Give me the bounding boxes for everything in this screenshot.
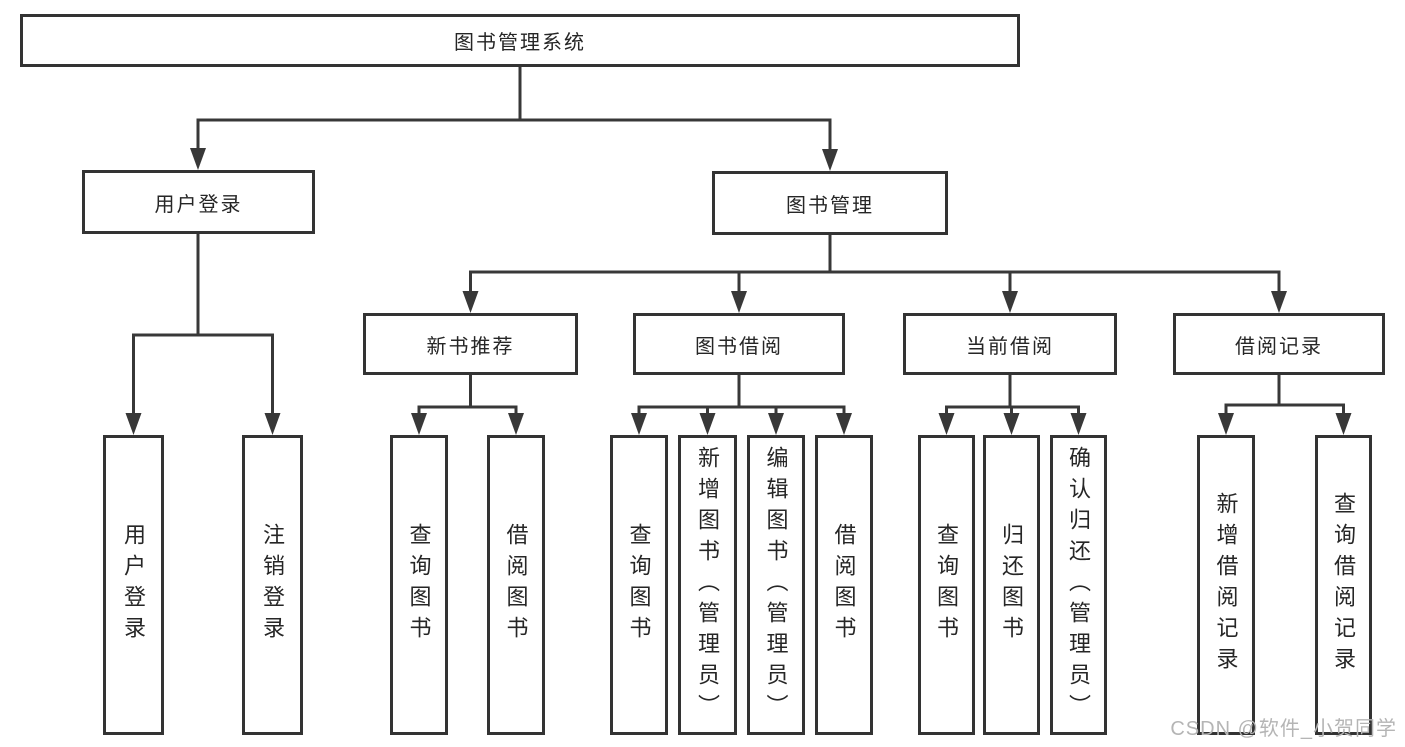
node-borrow-book-2-label: 借阅图书: [831, 523, 857, 647]
node-book-borrow-label: 图书借阅: [695, 335, 783, 358]
node-query-book-2: 查询图书: [610, 435, 668, 735]
connector-borrow-records-children: [1218, 375, 1352, 435]
node-borrow-book-1: 借阅图书: [487, 435, 545, 735]
node-query-book-1-label: 查询图书: [406, 523, 432, 647]
node-logout-leaf: 注销登录: [242, 435, 303, 735]
node-edit-book-admin: 编辑图书（管理员）: [747, 435, 805, 735]
node-confirm-return-admin: 确认归还（管理员）: [1050, 435, 1107, 735]
node-add-book-admin-label: 新增图书（管理员）: [695, 445, 721, 725]
node-new-book-recommend: 新书推荐: [363, 313, 578, 375]
node-return-book-label: 归还图书: [999, 523, 1025, 647]
node-add-borrow-record-label: 新增借阅记录: [1213, 492, 1239, 678]
node-confirm-return-admin-label: 确认归还（管理员）: [1066, 445, 1092, 725]
node-edit-book-admin-label: 编辑图书（管理员）: [763, 445, 789, 725]
node-current-borrow-label: 当前借阅: [966, 335, 1054, 358]
connector-new-rec-children: [411, 375, 524, 435]
node-user-login-leaf-label: 用户登录: [121, 523, 147, 647]
node-root: 图书管理系统: [20, 14, 1020, 67]
node-user-login: 用户登录: [82, 170, 315, 234]
node-return-book: 归还图书: [983, 435, 1040, 735]
node-add-book-admin: 新增图书（管理员）: [678, 435, 737, 735]
node-add-borrow-record: 新增借阅记录: [1197, 435, 1255, 735]
node-borrow-records: 借阅记录: [1173, 313, 1385, 375]
node-query-book-1: 查询图书: [390, 435, 448, 735]
csdn-watermark: CSDN @软件_小贺同学: [1170, 718, 1397, 740]
node-current-borrow: 当前借阅: [903, 313, 1117, 375]
node-book-mgmt: 图书管理: [712, 171, 948, 235]
node-logout-leaf-label: 注销登录: [260, 523, 286, 647]
connector-book-mgmt-children: [462, 235, 1287, 313]
node-borrow-book-1-label: 借阅图书: [503, 523, 529, 647]
connector-book-borrow-children: [631, 375, 852, 435]
node-book-mgmt-label: 图书管理: [786, 194, 874, 217]
node-root-label: 图书管理系统: [454, 32, 586, 54]
node-user-login-leaf: 用户登录: [103, 435, 164, 735]
node-query-borrow-record: 查询借阅记录: [1315, 435, 1372, 735]
node-borrow-book-2: 借阅图书: [815, 435, 873, 735]
node-user-login-label: 用户登录: [154, 193, 243, 216]
connector-user-login-children: [125, 234, 281, 435]
node-query-borrow-record-label: 查询借阅记录: [1331, 492, 1357, 678]
node-query-book-2-label: 查询图书: [626, 523, 652, 647]
node-query-book-3: 查询图书: [918, 435, 975, 735]
connector-current-borrow-children: [938, 375, 1087, 435]
node-new-book-recommend-label: 新书推荐: [426, 335, 515, 358]
node-book-borrow: 图书借阅: [633, 313, 845, 375]
node-borrow-records-label: 借阅记录: [1235, 335, 1323, 358]
connector-root-to-level2: [190, 67, 838, 171]
node-query-book-3-label: 查询图书: [934, 523, 960, 647]
